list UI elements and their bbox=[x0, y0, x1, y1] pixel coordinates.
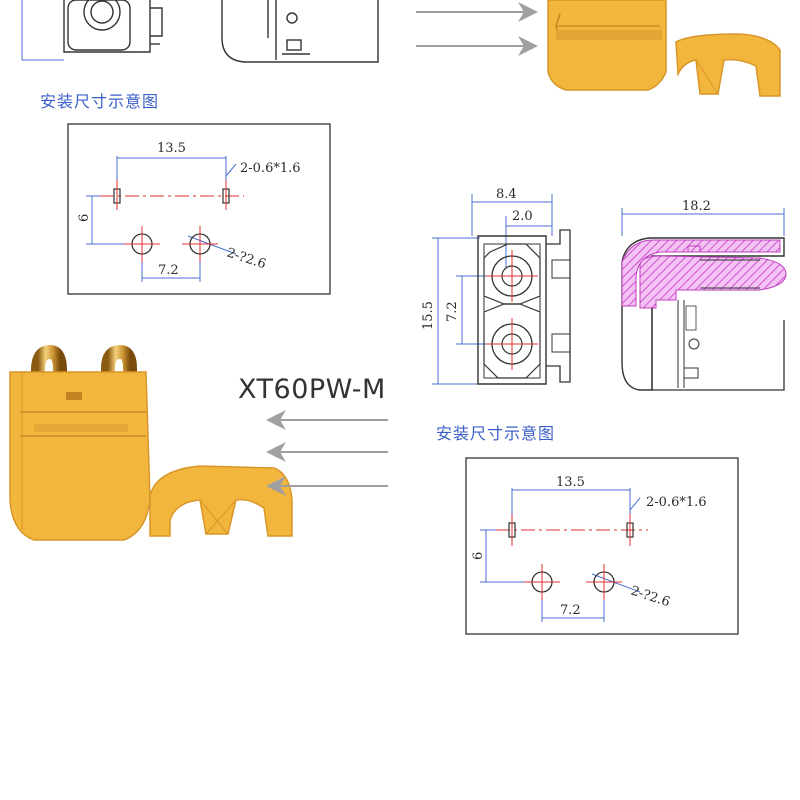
top-side-view-partial bbox=[221, 0, 379, 63]
footprint-top: 13.5 2-0.6*1.6 6 7.2 2-?2.6 bbox=[67, 123, 331, 295]
install-caption-bottom: 安装尺寸示意图 bbox=[436, 424, 556, 443]
top-connector-photo bbox=[547, 0, 781, 97]
fp-bottom-pitch-v: 6 bbox=[471, 552, 486, 560]
fp-bottom-hole-pitch: 7.2 bbox=[560, 603, 581, 618]
front-view: 8.4 2.0 15.5 7.2 bbox=[421, 187, 571, 385]
fp-top-pitch-h: 13.5 bbox=[157, 141, 186, 156]
side-length: 18.2 bbox=[682, 199, 711, 214]
model-name: XT60PW-M bbox=[238, 374, 386, 405]
front-offset: 2.0 bbox=[512, 209, 533, 224]
front-height: 15.5 bbox=[421, 301, 436, 330]
fp-bottom-pitch-h: 13.5 bbox=[556, 475, 585, 490]
fp-bottom-hole-spec: 2-?2.6 bbox=[629, 584, 672, 611]
install-caption-top: 安装尺寸示意图 bbox=[40, 92, 160, 111]
top-arrows bbox=[416, 2, 538, 56]
footprint-bottom: 13.5 2-0.6*1.6 6 7.2 2-?2.6 bbox=[465, 457, 739, 635]
front-pin-pitch: 7.2 bbox=[445, 301, 460, 322]
front-width: 8.4 bbox=[496, 187, 517, 202]
top-front-view-partial bbox=[21, 0, 163, 61]
bottom-connector-photo bbox=[9, 344, 293, 541]
side-section-view: 18.2 bbox=[621, 199, 787, 391]
fp-bottom-slot-spec: 2-0.6*1.6 bbox=[646, 495, 707, 510]
fp-top-pitch-v: 6 bbox=[77, 214, 92, 222]
bottom-arrows bbox=[266, 410, 388, 496]
fp-top-hole-pitch: 7.2 bbox=[158, 263, 179, 278]
fp-top-hole-spec: 2-?2.6 bbox=[225, 246, 268, 273]
fp-top-slot-spec: 2-0.6*1.6 bbox=[240, 161, 301, 176]
